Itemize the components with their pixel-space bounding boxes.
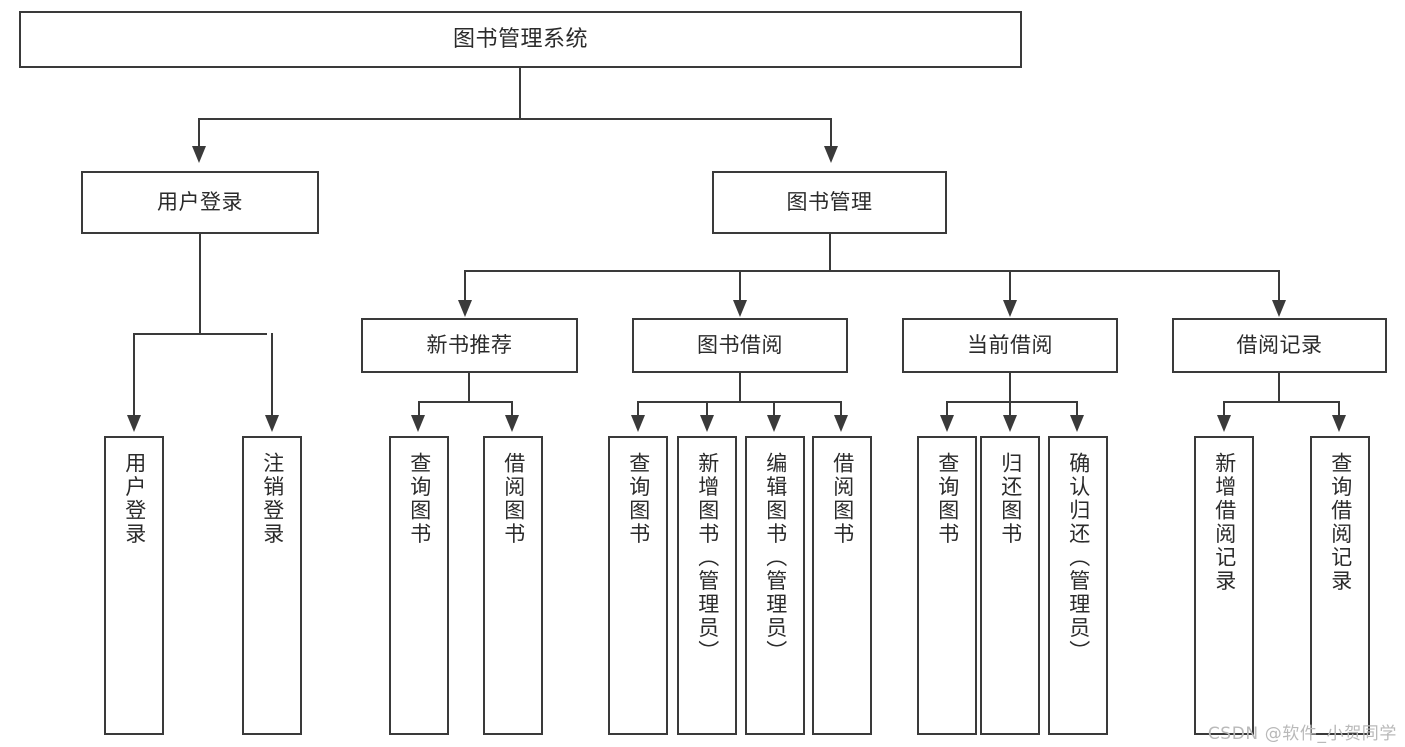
node-book-borrow[interactable]: 图书借阅 (632, 318, 848, 373)
connector-newbooks-to-leaf-2 (511, 401, 514, 417)
arrowhead-bookmgmt-to-records (1272, 300, 1286, 317)
arrowhead-current-to-leaf-1 (940, 415, 954, 432)
leaf-borrow-edit-book[interactable]: 编辑图书（管理员） (745, 436, 805, 735)
leaf-logout[interactable]: 注销登录 (242, 436, 302, 735)
leaf-records-add-record-label: 新增借阅记录 (1212, 452, 1237, 593)
leaf-borrow-borrow-book[interactable]: 借阅图书 (812, 436, 872, 735)
connector-current-to-leaf-1 (946, 401, 949, 417)
leaf-current-return-book-label: 归还图书 (998, 452, 1023, 546)
arrowhead-current-to-leaf-3 (1070, 415, 1084, 432)
leaf-records-add-record[interactable]: 新增借阅记录 (1194, 436, 1254, 735)
connector-current-bus (946, 401, 1078, 404)
connector-records-stem (1278, 373, 1281, 403)
connector-bookmgmt-stem (829, 234, 832, 272)
arrowhead-bookmgmt-to-borrow (733, 300, 747, 317)
connector-root-to-login (198, 118, 201, 148)
arrowhead-root-to-login (192, 146, 206, 163)
leaf-current-return-book[interactable]: 归还图书 (980, 436, 1040, 735)
leaf-newbooks-query-book[interactable]: 查询图书 (389, 436, 449, 735)
node-root[interactable]: 图书管理系统 (19, 11, 1022, 68)
connector-newbooks-to-leaf-1 (418, 401, 421, 417)
connector-current-to-leaf-2 (1009, 401, 1012, 417)
connector-borrow-bus (637, 401, 842, 404)
node-new-book-recommend-label: 新书推荐 (426, 333, 513, 358)
leaf-user-login-label: 用户登录 (122, 452, 147, 546)
leaf-newbooks-borrow-book-label: 借阅图书 (501, 452, 526, 546)
node-root-label: 图书管理系统 (452, 26, 588, 52)
connector-newbooks-stem (468, 373, 471, 403)
connector-bookmgmt-to-borrow (739, 270, 742, 302)
connector-bookmgmt-to-newbooks (464, 270, 467, 302)
leaf-borrow-add-book[interactable]: 新增图书（管理员） (677, 436, 737, 735)
leaf-logout-label: 注销登录 (260, 452, 285, 546)
connector-login-bus (133, 333, 267, 336)
arrowhead-newbooks-to-leaf-1 (411, 415, 425, 432)
node-user-login-label: 用户登录 (157, 190, 243, 215)
connector-records-to-leaf-2 (1338, 401, 1341, 417)
leaf-borrow-query-book-label: 查询图书 (626, 452, 651, 546)
node-new-book-recommend[interactable]: 新书推荐 (361, 318, 578, 373)
connector-records-to-leaf-1 (1223, 401, 1226, 417)
leaf-borrow-edit-book-label: 编辑图书（管理员） (763, 452, 788, 664)
arrowhead-login-to-leaf-2 (265, 415, 279, 432)
connector-login-to-leaf-2 (271, 333, 274, 417)
leaf-current-confirm-return-label: 确认归还（管理员） (1066, 452, 1091, 664)
connector-root-to-bookmgmt (830, 118, 833, 148)
node-current-borrow-label: 当前借阅 (967, 333, 1053, 358)
connector-root-stem (519, 68, 522, 120)
leaf-user-login[interactable]: 用户登录 (104, 436, 164, 735)
leaf-borrow-add-book-label: 新增图书（管理员） (695, 452, 720, 664)
leaf-records-query-record[interactable]: 查询借阅记录 (1310, 436, 1370, 735)
connector-current-stem (1009, 373, 1012, 403)
connector-borrow-to-leaf-2 (706, 401, 709, 417)
arrowhead-borrow-to-leaf-3 (767, 415, 781, 432)
connector-login-stem (199, 234, 202, 335)
connector-bookmgmt-bus (464, 270, 1280, 273)
connector-borrow-to-leaf-3 (773, 401, 776, 417)
leaf-borrow-borrow-book-label: 借阅图书 (830, 452, 855, 546)
arrowhead-bookmgmt-to-current (1003, 300, 1017, 317)
connector-borrow-stem (739, 373, 742, 403)
connector-bookmgmt-to-records (1278, 270, 1281, 302)
leaf-newbooks-borrow-book[interactable]: 借阅图书 (483, 436, 543, 735)
arrowhead-login-to-leaf-1 (127, 415, 141, 432)
node-borrow-records-label: 借阅记录 (1236, 333, 1323, 358)
node-current-borrow[interactable]: 当前借阅 (902, 318, 1118, 373)
connector-bookmgmt-to-current (1009, 270, 1012, 302)
node-user-login[interactable]: 用户登录 (81, 171, 319, 234)
node-borrow-records[interactable]: 借阅记录 (1172, 318, 1387, 373)
arrowhead-borrow-to-leaf-2 (700, 415, 714, 432)
connector-newbooks-bus (418, 401, 513, 404)
leaf-current-query-book-label: 查询图书 (935, 452, 960, 546)
arrowhead-records-to-leaf-1 (1217, 415, 1231, 432)
leaf-borrow-query-book[interactable]: 查询图书 (608, 436, 668, 735)
arrowhead-borrow-to-leaf-4 (834, 415, 848, 432)
node-book-management-label: 图书管理 (786, 190, 873, 215)
arrowhead-newbooks-to-leaf-2 (505, 415, 519, 432)
connector-current-to-leaf-3 (1076, 401, 1079, 417)
connector-borrow-to-leaf-4 (840, 401, 843, 417)
node-book-borrow-label: 图书借阅 (697, 333, 783, 358)
node-book-management[interactable]: 图书管理 (712, 171, 947, 234)
connector-root-bus (198, 118, 832, 121)
watermark: CSDN @软件_小贺同学 (1207, 724, 1397, 744)
arrowhead-current-to-leaf-2 (1003, 415, 1017, 432)
arrowhead-bookmgmt-to-newbooks (458, 300, 472, 317)
connector-login-to-leaf-1 (133, 333, 136, 417)
leaf-current-query-book[interactable]: 查询图书 (917, 436, 977, 735)
arrowhead-root-to-bookmgmt (824, 146, 838, 163)
connector-borrow-to-leaf-1 (637, 401, 640, 417)
leaf-newbooks-query-book-label: 查询图书 (407, 452, 432, 546)
connector-records-bus (1223, 401, 1339, 404)
arrowhead-borrow-to-leaf-1 (631, 415, 645, 432)
arrowhead-records-to-leaf-2 (1332, 415, 1346, 432)
leaf-records-query-record-label: 查询借阅记录 (1328, 452, 1353, 593)
leaf-current-confirm-return[interactable]: 确认归还（管理员） (1048, 436, 1108, 735)
